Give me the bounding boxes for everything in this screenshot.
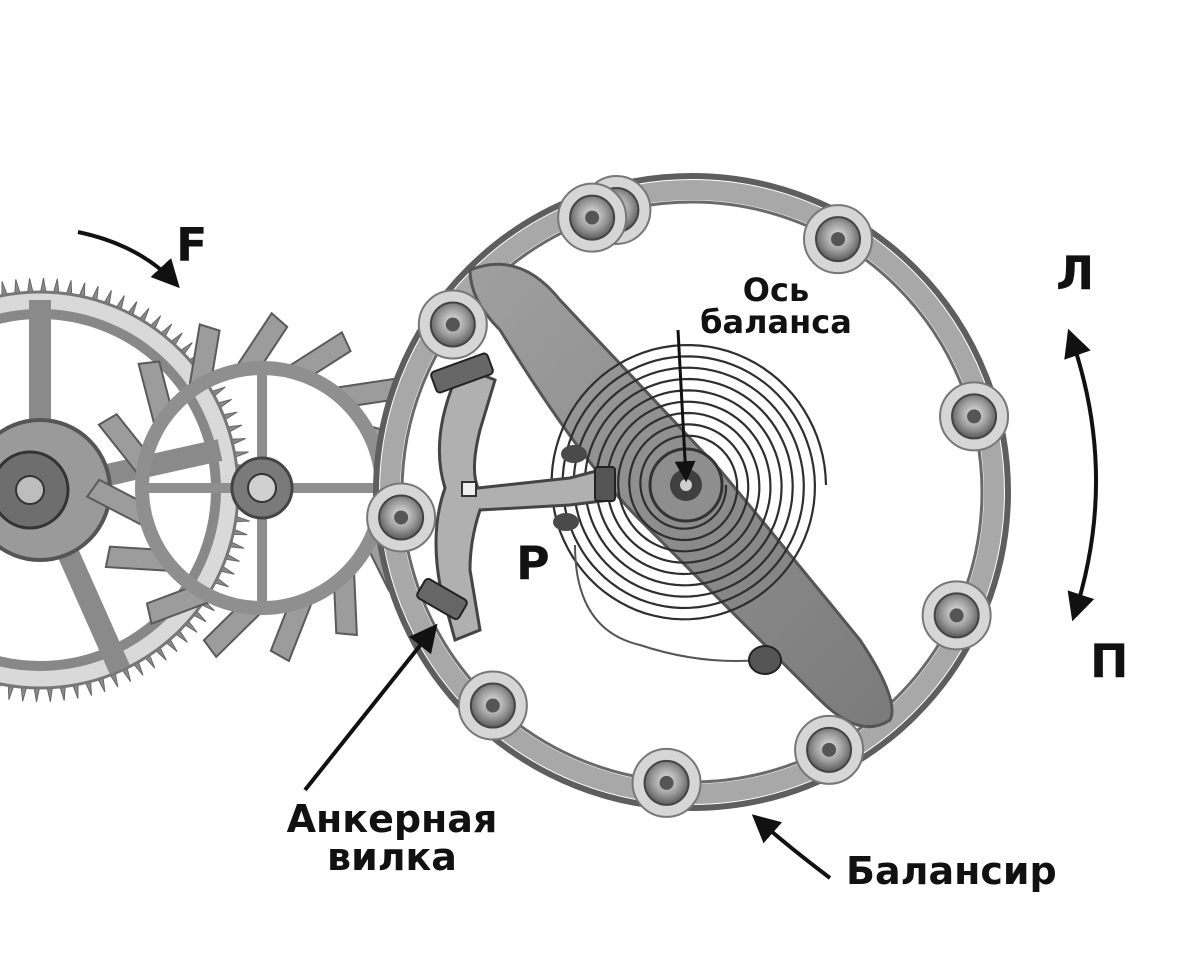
pallet-fork	[416, 352, 616, 643]
left-direction-label: Л	[1056, 246, 1095, 300]
hairspring-stud	[748, 645, 782, 675]
force-arrow	[77, 230, 180, 289]
balance-axis-label-line2: баланса	[700, 303, 852, 341]
axis-pointer-arrow	[674, 329, 696, 483]
right-direction-label: П	[1090, 634, 1129, 688]
balance-label: Балансир	[846, 849, 1057, 893]
oscillation-arrow	[1064, 328, 1098, 622]
balance-axis-label-line1: Ось	[742, 271, 810, 309]
pallet-fork-label: Анкерная вилка	[272, 800, 512, 876]
force-label: F	[176, 218, 208, 272]
pallet-fork-label-line2: вилка	[327, 835, 457, 879]
balance-axis-label: Ось баланса	[686, 274, 866, 338]
hairspring-stud-wire	[574, 544, 761, 662]
banking-pin-bottom	[553, 513, 579, 531]
balance-screws	[366, 174, 1010, 818]
balance-pointer-arrow	[751, 814, 832, 880]
fork-pointer-arrow	[303, 623, 438, 792]
pallet-pin-label: P	[516, 536, 550, 590]
pallet-fork-label-line1: Анкерная	[286, 797, 498, 841]
banking-pin-top	[561, 445, 587, 463]
